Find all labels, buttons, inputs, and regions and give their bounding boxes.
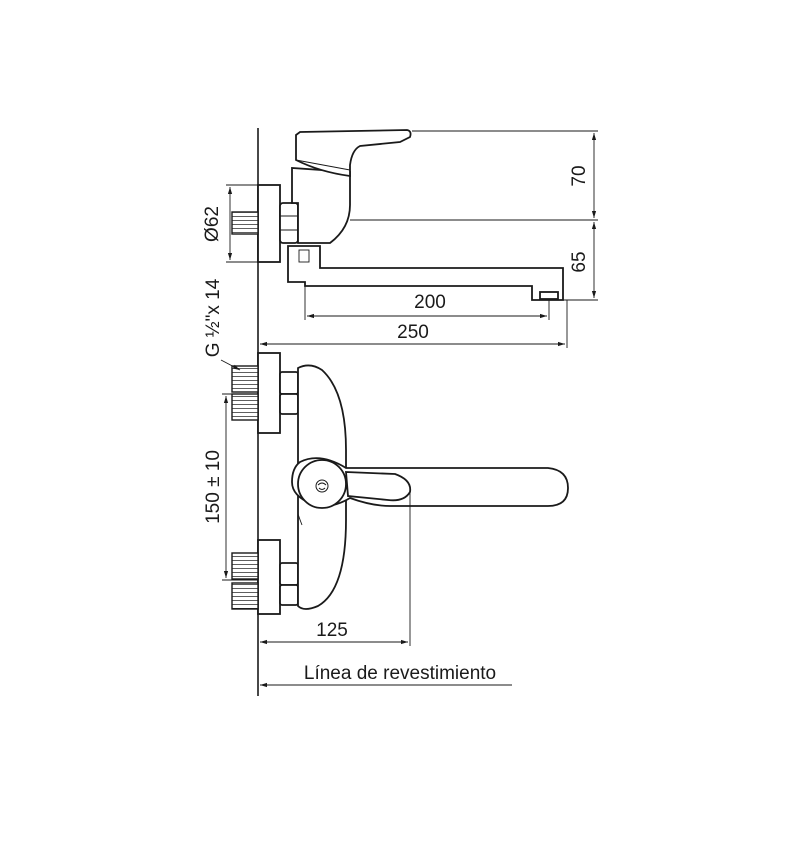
side-body: [291, 167, 351, 244]
dim-total-reach: 250: [397, 322, 429, 343]
side-spout: [287, 245, 564, 301]
wall-connector: [231, 211, 259, 235]
side-nut: [279, 202, 299, 244]
lower-nut-1: [279, 562, 299, 586]
dim-top-height: 70: [569, 165, 590, 186]
upper-nut-1: [279, 371, 299, 395]
dim-spout-height: 65: [569, 251, 590, 272]
upper-thread-1: [231, 365, 259, 393]
lower-thread-2: [231, 582, 259, 610]
side-dimensions: 70 65 Ø62 200 250: [202, 130, 598, 348]
dim-spout-reach: 200: [414, 292, 446, 313]
aerator: [539, 291, 559, 300]
front-dimensions: G ½"x 14 150 ± 10 125 Línea de revestimi…: [203, 278, 512, 688]
dim-escutcheon-diameter: Ø62: [202, 206, 223, 242]
upper-thread-2: [231, 393, 259, 421]
dim-center-distance: 150 ± 10: [203, 450, 224, 524]
front-view: [231, 352, 569, 615]
upper-nut-2: [279, 393, 299, 415]
side-lever: [295, 129, 412, 178]
lower-thread-1: [231, 552, 259, 580]
escutcheon-plate: [257, 184, 281, 263]
dim-thread: G ½"x 14: [203, 278, 224, 357]
side-view: [231, 129, 564, 301]
lever-cap: [297, 459, 347, 509]
brand-logo-icon: [315, 479, 329, 493]
lower-nut-2: [279, 584, 299, 606]
dim-body-projection: 125: [316, 620, 348, 641]
upper-wall-block: [257, 352, 281, 434]
lower-wall-block: [257, 539, 281, 615]
cladding-line-label: Línea de revestimiento: [304, 663, 496, 684]
